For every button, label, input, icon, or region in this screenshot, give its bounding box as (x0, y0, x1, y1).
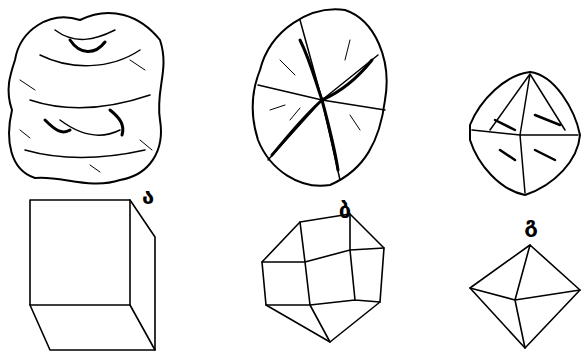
cube-figure (30, 200, 155, 350)
octahedron-figure (470, 245, 580, 348)
octahedral-crystal (470, 72, 580, 195)
figure-letter: გ (524, 214, 538, 236)
rough-cubic-crystal (9, 13, 164, 184)
figure-letter: ა (142, 186, 154, 208)
figure-letter: ბ (339, 200, 351, 222)
rounded-dodecahedral-crystal (253, 9, 387, 185)
rhombic-dodecahedron-figure (262, 214, 384, 342)
